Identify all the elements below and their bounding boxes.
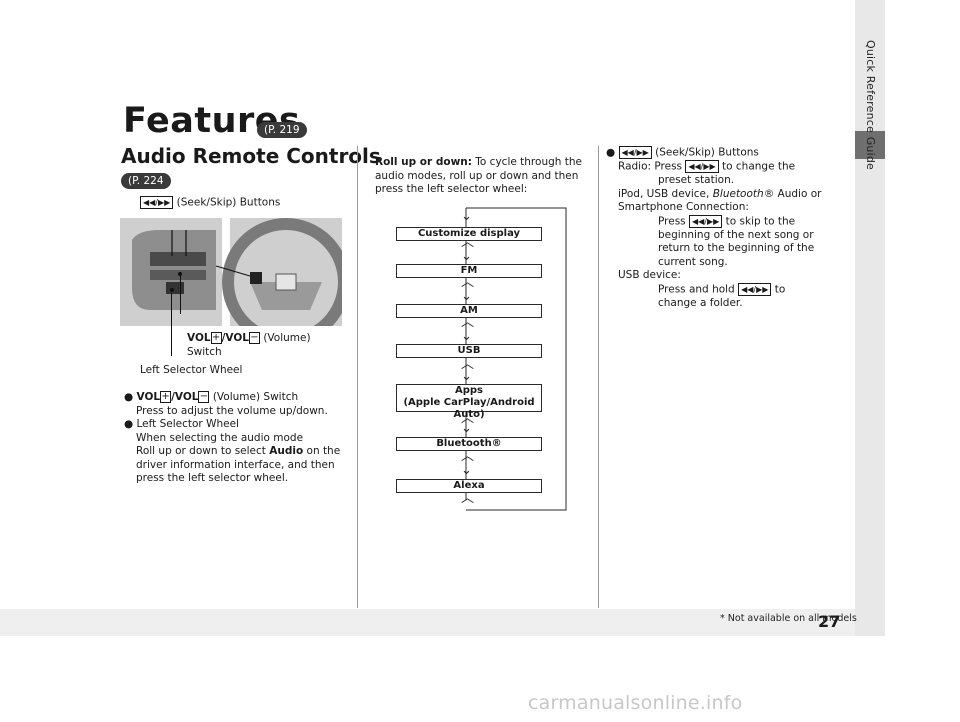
chevron-down-icon: ⌄: [461, 463, 472, 478]
mode-bluetooth: Bluetooth®: [396, 437, 542, 451]
column-divider: [357, 146, 358, 608]
selector-wheel: [166, 282, 184, 294]
seek-skip-icon: ◀◀/▶▶: [738, 282, 772, 296]
plus-icon: +: [210, 332, 222, 344]
left-bullet-list: ● VOL+/VOL− (Volume) Switch Press to adj…: [124, 391, 354, 486]
mode-customize-display: Customize display: [396, 227, 542, 241]
leader-line: [171, 293, 172, 356]
minus-icon: −: [248, 332, 260, 344]
watermark: carmanualsonline.info: [528, 692, 743, 714]
volume-switch-label: VOL+/VOL− (Volume) Switch: [187, 332, 311, 358]
chevron-down-icon: ⌄: [461, 249, 472, 264]
chevron-down-icon: ⌄: [461, 209, 472, 224]
volume-switch: [150, 270, 206, 280]
seek-buttons-label: ◀◀/▶▶ (Seek/Skip) Buttons: [140, 196, 280, 210]
title-page-ref[interactable]: (P. 219: [257, 119, 307, 138]
mode-usb: USB: [396, 344, 542, 358]
seek-button-pair: [150, 252, 206, 266]
mode-apps: Apps (Apple CarPlay/Android Auto): [396, 384, 542, 420]
chevron-down-icon: ⌄: [461, 421, 472, 436]
steering-hub: [250, 282, 322, 310]
seek-skip-icon: ◀◀/▶▶: [688, 214, 723, 228]
highlighted-switch: [250, 272, 262, 284]
loop-line: [466, 207, 567, 511]
page-ref-badge[interactable]: (P. 224: [121, 172, 171, 189]
footer-band: [0, 609, 855, 636]
section-title: Audio Remote Controls: [121, 144, 381, 168]
column-divider: [598, 146, 599, 608]
mode-am: AM: [396, 304, 542, 318]
bullet-icon: ●: [124, 418, 134, 430]
bullet-item: ● VOL+/VOL− (Volume) Switch Press to adj…: [124, 391, 328, 417]
chevron-icon: ︿: [461, 411, 475, 426]
seek-skip-icon: ◀◀/▶▶: [618, 146, 652, 159]
minus-icon: −: [198, 391, 210, 403]
page-ref-badge[interactable]: (P. 219: [257, 121, 307, 138]
chevron-down-icon: ⌄: [461, 369, 472, 384]
chevron-icon: ︿: [461, 315, 475, 330]
section-tab-marker: [855, 131, 885, 159]
plus-icon: +: [160, 391, 172, 403]
brand-emblem: [275, 273, 297, 291]
side-band: [855, 0, 885, 636]
bullet-item: ● Left Selector Wheel When selecting the…: [124, 418, 341, 484]
mode-alexa: Alexa: [396, 479, 542, 493]
chevron-icon: ︿: [461, 275, 475, 290]
footnote: * Not available on all models: [720, 613, 857, 624]
chevron-icon: ︿: [461, 491, 475, 506]
mode-fm: FM: [396, 264, 542, 278]
chevron-down-icon: ⌄: [461, 329, 472, 344]
chevron-icon: ︿: [461, 449, 475, 464]
roll-instructions: Roll up or down: To cycle through the au…: [375, 156, 582, 195]
leader-line: [180, 274, 181, 314]
side-section-label: Quick Reference Guide: [864, 40, 877, 170]
bullet-icon: ●: [606, 146, 616, 159]
leader-dot: [170, 288, 174, 292]
section-page-ref[interactable]: (P. 224: [121, 170, 171, 189]
page-number: 27: [818, 612, 841, 631]
seek-skip-notes: ● ◀◀/▶▶ (Seek/Skip) Buttons Radio: Press…: [606, 146, 822, 309]
bullet-icon: ●: [124, 391, 134, 403]
chevron-down-icon: ⌄: [461, 289, 472, 304]
seek-skip-icon: ◀◀/▶▶: [685, 160, 719, 173]
seek-skip-icon: ◀◀/▶▶: [140, 196, 174, 209]
selector-wheel-label: Left Selector Wheel: [140, 364, 243, 376]
steering-wheel-rim: [222, 218, 342, 326]
zoom-line: [215, 265, 251, 277]
chevron-icon: ︿: [461, 357, 475, 372]
steering-switch-illustration: [120, 218, 342, 326]
